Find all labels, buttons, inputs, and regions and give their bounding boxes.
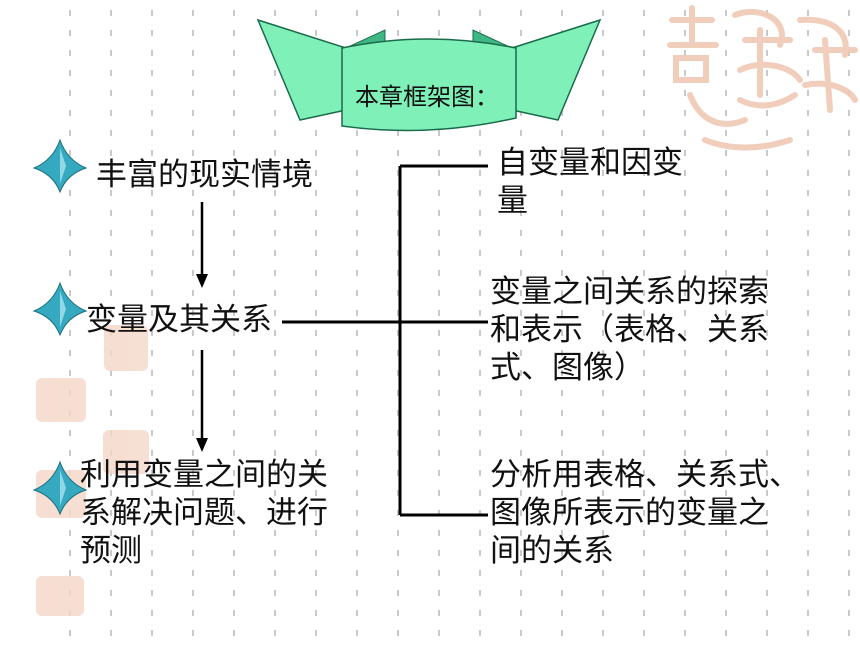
node-explore-line: 变量之间关系的探索 (490, 274, 769, 310)
node-independent-line: 自变量和因变 (497, 145, 683, 181)
node-situation: 丰富的现实情境 (96, 157, 313, 193)
node-application-line: 预测 (80, 533, 142, 569)
node-explore-line: 式、图像） (490, 350, 645, 386)
node-application-line: 利用变量之间的关 (80, 457, 328, 493)
node-application-line: 系解决问题、进行 (80, 495, 328, 531)
node-analyze-line: 间的关系 (490, 533, 614, 569)
page-title: 本章框架图： (355, 83, 499, 111)
bracket-connector (282, 164, 488, 517)
auspicious-seal-logo (667, 5, 858, 151)
star-bullet-icon (32, 460, 88, 516)
node-variables: 变量及其关系 (86, 302, 272, 338)
node-analyze-line: 分析用表格、关系式、 (490, 457, 800, 493)
arrow-variables-to-application (196, 350, 208, 452)
node-independent-line: 量 (497, 183, 528, 219)
node-explore-line: 和表示（表格、关系 (490, 312, 769, 348)
star-bullet-icon (32, 281, 88, 337)
title-banner (256, 18, 602, 132)
arrow-situation-to-variables (196, 202, 208, 288)
node-analyze-line: 图像所表示的变量之 (490, 495, 769, 531)
star-bullet-icon (32, 138, 88, 194)
